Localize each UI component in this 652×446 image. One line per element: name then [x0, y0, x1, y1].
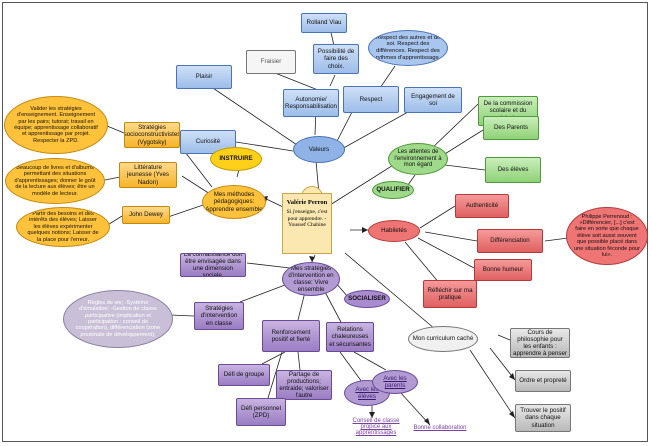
center-quote: Si j'enseigne, c'est pour apprendre. -Yo… — [286, 209, 328, 229]
node-litterature-cloud[interactable]: Beaucoup de livres et d'albums permettan… — [5, 158, 105, 204]
arrowhead-parents-link — [424, 418, 430, 425]
node-engagement[interactable]: Engagement de soi — [404, 87, 462, 113]
connector-valeurs-engagement — [339, 111, 409, 151]
connector-attentes-eleves — [444, 164, 486, 171]
node-cours-philo[interactable]: Cours de philosophie pour les enfants : … — [510, 328, 570, 358]
node-partage[interactable]: Partage de productions; entraide; valori… — [276, 370, 332, 400]
connector-autonomie-fraisier — [269, 70, 319, 91]
node-defi-personnel[interactable]: Défi personnel (ZPD) — [236, 398, 286, 426]
node-perrenoud[interactable]: Philippe Perrenoud : «Différencier, [...… — [566, 207, 648, 265]
node-attentes[interactable]: Les attentes de l'environnement à mon ég… — [388, 143, 448, 175]
connector-strat-classe — [239, 284, 286, 303]
node-strategies-cloud[interactable]: Valider les stratégies d'enseignement. E… — [4, 96, 108, 154]
connector-differenciation-perrenoud — [544, 237, 569, 242]
connector-classe-regles — [169, 314, 195, 317]
node-instruire[interactable]: INSTRUIRE — [210, 147, 262, 171]
connector-renforcement-partage — [297, 351, 301, 371]
node-plaisir[interactable]: Plaisir — [176, 65, 232, 89]
node-strat-classe[interactable]: Stratégies d'intervention en classe — [194, 302, 244, 330]
connector-center-attentes — [329, 161, 399, 206]
arrowhead-strategies — [309, 256, 315, 262]
node-autonomie[interactable]: Autonomie/ Responsabilisation — [283, 89, 339, 117]
node-qualifier[interactable]: QUALIFIER — [372, 181, 414, 199]
node-dewey-cloud[interactable]: Partir des besoins et des intérêts des é… — [16, 207, 110, 247]
node-respect-cloud[interactable]: Respect des autres et de soi. Respect de… — [368, 30, 448, 66]
connector-renforcement-defi-personnel — [267, 351, 283, 399]
node-strategies[interactable]: Stratégies socioconstructivistes (Vygots… — [124, 122, 180, 148]
connector-strat-relations — [324, 291, 343, 325]
connector-curriculum-ordre — [489, 347, 516, 381]
connector-parents-link — [399, 391, 431, 426]
connector-attentes-parents — [439, 129, 484, 158]
node-renforcement[interactable]: Renforcement positif et fierté — [262, 320, 320, 352]
center-name: Valérie Perron — [286, 199, 328, 206]
node-parents[interactable]: Des Parents — [483, 116, 539, 140]
node-humour[interactable]: Bonne humeur — [474, 259, 532, 281]
connector-center-curriculum — [344, 252, 449, 341]
node-regles-cloud[interactable]: Règles de vie; -Système d'émulation; -Ge… — [63, 290, 173, 348]
node-habiletes[interactable]: Habiletés — [368, 220, 420, 242]
connector-valeurs-plaisir — [203, 81, 301, 148]
connector-methodes-litterature — [181, 175, 211, 195]
node-dewey[interactable]: John Dewey — [122, 206, 170, 224]
connector-habiletes-authenticite — [419, 205, 456, 229]
arrowhead-habiletes — [362, 227, 368, 233]
connector-valeurs-curiosite — [235, 141, 294, 152]
connector-respect-cloud — [379, 65, 396, 89]
node-valeurs[interactable]: Valeurs — [293, 136, 345, 163]
node-relations[interactable]: Relations chaleureuses et sécurisantes — [326, 322, 374, 352]
node-litterature[interactable]: Littérature jeunesse (Yves Nadon) — [119, 162, 177, 188]
node-authenticite[interactable]: Authenticité — [455, 194, 509, 218]
arrowhead-eleves-link — [369, 412, 375, 418]
node-ordre[interactable]: Ordre et propreté — [515, 370, 571, 392]
canvas-frame — [2, 2, 648, 442]
node-eleves[interactable]: Des élèves — [485, 157, 541, 183]
node-avec-parents[interactable]: Avec les parents — [372, 370, 418, 394]
node-rolland-viau[interactable]: Rolland Viau — [301, 13, 347, 33]
connector-habiletes-differenciation — [424, 231, 478, 242]
link-bonne-collaboration[interactable]: Bonne collaboration — [413, 425, 467, 431]
node-possibilite[interactable]: Possibilité de faire des choix. — [313, 44, 359, 74]
arrowhead-trouver — [509, 411, 515, 418]
node-socialiser[interactable]: SOCIALISER — [344, 290, 390, 308]
connector-relations-parents — [353, 351, 387, 371]
node-fraisier[interactable]: Fraisier — [246, 50, 296, 74]
node-reflechir[interactable]: Réfléchir sur ma pratique — [423, 280, 477, 308]
node-connaissance[interactable]: La connaissance doit être envisagée dans… — [180, 253, 246, 277]
arrowhead-ordre — [509, 373, 515, 380]
connector-attentes-commission — [429, 103, 479, 151]
connector-strat-renforcement — [297, 291, 306, 321]
node-strategies-hub[interactable]: Mes stratégies d'intervention en classe:… — [282, 262, 340, 296]
connector-habiletes-humour — [417, 237, 475, 269]
connector-relations-eleves — [339, 351, 363, 383]
link-conseil-classe[interactable]: Conseil de classe propice aux apprentiss… — [352, 418, 400, 436]
connector-litterature-cloud — [104, 176, 121, 181]
connector-habiletes-reflechir — [404, 241, 441, 285]
connector-curriculum-philo — [497, 334, 511, 341]
node-respect[interactable]: Respect — [343, 86, 399, 113]
node-trouver[interactable]: Trouver le positif dans chaque situation — [515, 404, 571, 432]
center-node[interactable]: Valérie Perron Si j'enseigne, c'est pour… — [282, 193, 332, 254]
connector-autonomie-possibilite — [329, 74, 336, 87]
connector-strat-connaissance — [246, 262, 291, 269]
node-differenciation[interactable]: Différenciation — [477, 229, 543, 253]
node-defi-groupe[interactable]: Défi de groupe — [218, 364, 270, 386]
node-curriculum[interactable]: Mon curriculum caché — [408, 326, 478, 352]
connector-curriculum-trouver — [469, 349, 516, 419]
node-methodes[interactable]: Mes méthodes pédagogiques: Apprendre ens… — [202, 185, 266, 219]
